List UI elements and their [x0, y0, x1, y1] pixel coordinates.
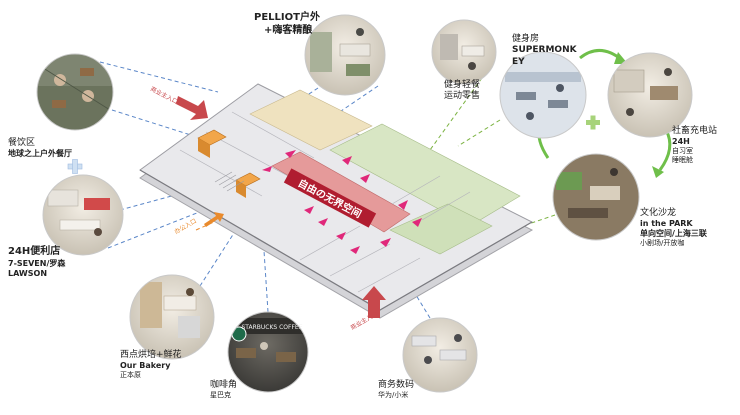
label-gym-food: 健身轻餐 运动零售: [444, 80, 480, 103]
circle-bakery: [129, 274, 215, 360]
zone-green: [329, 123, 521, 227]
label-gym-cn: 健身房: [512, 34, 540, 44]
flow-arrows: [262, 150, 422, 254]
plus-icon-left: [67, 159, 83, 174]
circle-pelliot: [304, 14, 386, 96]
label-pelliot-line1: PELLIOT户外: [254, 12, 320, 23]
label-digital-sub: 华为/小米: [378, 391, 409, 400]
label-dining-cn: 餐饮区: [8, 138, 36, 148]
label-bakery-sub: 正本原: [120, 371, 141, 380]
label-cafe: 咖啡角 星巴克: [210, 380, 237, 400]
label-salon-sub: 小剧场/开放咖: [640, 239, 685, 248]
circle-gym: [499, 51, 587, 139]
circle-dining: [36, 53, 114, 131]
label-salon-cn: 文化沙龙: [640, 208, 677, 218]
partitions: [179, 111, 471, 293]
label-convenience-line2: 7-SEVEN/罗森: [8, 258, 66, 268]
label-charging-sub2: 睡眠舱: [672, 156, 693, 164]
label-digital: 商务数码 华为/小米: [378, 380, 414, 400]
zone-green-2: [389, 203, 493, 255]
leader-cafe: [261, 219, 269, 313]
label-pelliot: PELLIOT户外 +嗨客精酿: [254, 12, 320, 37]
label-gym: 健身房 SUPERMONKEY: [512, 34, 578, 68]
label-convenience: 24H便利店 7-SEVEN/罗森 LAWSON: [8, 246, 65, 279]
label-salon-en2: 单向空间/上海三联: [640, 229, 707, 239]
orange-block-1-side: [198, 138, 210, 158]
label-convenience-line3: LAWSON: [8, 268, 48, 278]
circle-digital: [402, 317, 478, 393]
entrance-left-label: 办公入口: [173, 217, 198, 236]
label-dining: 餐饮区 地球之上户外餐厅: [8, 138, 72, 159]
leader-dining: [99, 61, 219, 93]
label-cafe-sub: 星巴克: [210, 391, 231, 400]
label-digital-cn: 商务数码: [378, 380, 415, 390]
cafe-sign: STARBUCKS COFFEE: [241, 324, 302, 331]
circle-cafe: STARBUCKS COFFEE: [227, 311, 309, 393]
label-charging-cn: 社畜充电站: [672, 126, 718, 136]
plus-icon-right: [586, 115, 600, 130]
label-salon: 文化沙龙 in the PARK 单向空间/上海三联 小剧场/开放咖: [640, 208, 707, 248]
label-gym-food-line1: 健身轻餐: [444, 80, 481, 90]
entrance-left: 办公入口: [173, 212, 224, 236]
entrance-top-label: 商业主入口: [149, 85, 179, 106]
label-charging-sub1: 自习室: [672, 147, 693, 156]
circle-charging: [607, 52, 693, 138]
label-bakery: 西点烘培+鲜花 Our Bakery 正本原: [120, 350, 182, 380]
label-gym-en: SUPERMONKEY: [512, 45, 577, 67]
entrance-bottom-label: 商业主入口: [349, 310, 379, 332]
label-bakery-cn: 西点烘培+鲜花: [120, 350, 182, 360]
label-dining-en: 地球之上户外餐厅: [8, 149, 72, 159]
label-bakery-en: Our Bakery: [120, 361, 171, 371]
leader-dining-2: [111, 109, 239, 151]
label-charging-en: 24H: [672, 137, 690, 147]
leader-gym: [457, 119, 501, 147]
label-salon-en1: in the PARK: [640, 219, 693, 229]
label-cafe-cn: 咖啡角: [210, 380, 238, 390]
entrance-top: 商业主入口: [149, 85, 208, 120]
circle-gym-food: [431, 19, 497, 85]
label-charging: 社畜充电站 24H 自习室 睡眠舱: [672, 126, 717, 165]
staircase: [214, 171, 245, 192]
circle-salon: [552, 153, 640, 241]
label-convenience-line1: 24H便利店: [8, 246, 61, 257]
leader-gym-2: [429, 77, 483, 151]
circle-convenience: [42, 174, 124, 256]
label-gym-food-line2: 运动零售: [444, 91, 481, 102]
zone-pelliot: [249, 89, 373, 151]
orange-block-2: [235, 172, 261, 187]
label-pelliot-line2: +嗨客精酿: [264, 24, 313, 36]
leader-convenience-2: [107, 195, 241, 249]
